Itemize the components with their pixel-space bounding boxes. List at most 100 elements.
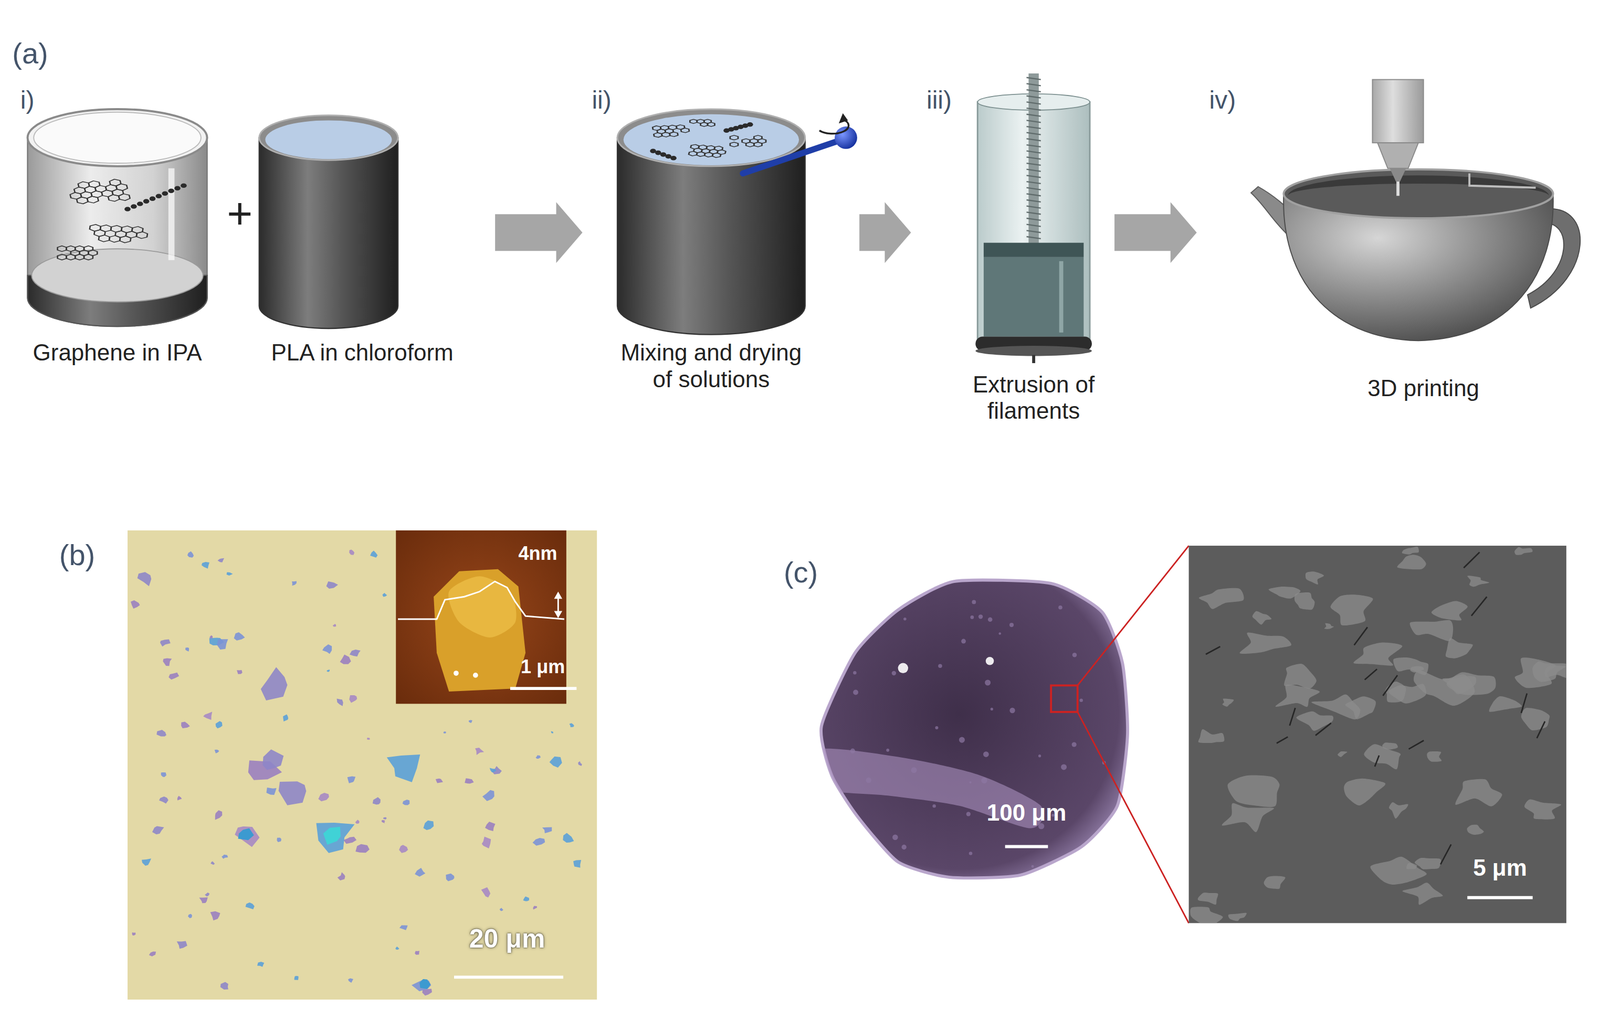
graphene-flake [141,858,152,867]
graphene-flake [549,756,563,768]
surface-speck [911,767,918,774]
surface-speck [853,671,857,675]
sem-crack [1205,646,1220,655]
screw-thread [1026,206,1041,209]
graphene-flake [282,714,289,722]
cross-section [820,580,1128,879]
graphene-flake [399,925,408,931]
graphene-patch [1402,546,1419,555]
plunger [983,243,1084,258]
screw-thread [1026,212,1041,215]
step-caption: Mixing and drying of solutions [614,339,809,393]
screw-thread [1026,175,1041,178]
graphene-sheet [87,224,149,244]
hexagon-ring [104,184,118,192]
screw-thread [1026,101,1041,104]
beaker-floor [31,248,204,302]
surface-speck [971,600,976,605]
graphene-flake [215,810,223,820]
graphene-patch [1524,800,1562,820]
nozzle-cap-bottom [975,345,1092,356]
graphene-flake [551,731,554,734]
graphene-patch [1296,711,1334,732]
graphene-flake [214,750,220,754]
hexagon-ring [88,180,101,188]
surface-speck [983,751,989,758]
graphene-flake [573,860,582,869]
graphene-flake [217,558,225,563]
surface-speck [966,812,971,817]
graphene-flake [411,979,431,992]
graphene-patch [1198,588,1245,610]
sem-crack [1463,552,1480,568]
graphene-sheet [689,119,715,127]
rotation-arrowhead [838,113,848,124]
screw-thread [1026,108,1041,111]
graphene-flake [347,776,356,784]
sem-crack [1521,693,1528,714]
graphene-patch [1388,683,1427,704]
step-caption: 3D printing [1367,375,1480,403]
graphene-flake [423,820,435,831]
surface-speck [961,639,966,645]
edge-on-sheet [180,183,187,189]
graphene-flake [482,790,495,802]
screw-thread [1026,163,1041,166]
flake-field [130,550,583,997]
surface-speck [886,749,890,753]
hexagon-ring [730,142,739,147]
screw-thread [1026,120,1041,123]
graphene-sheet [730,135,766,147]
graphene-flake [187,551,194,559]
surface-speck [1090,859,1097,866]
hexagon-ring [69,192,82,200]
graphene-flake [160,639,171,648]
sem-crack [1440,844,1451,865]
graphene-flake [326,581,339,589]
graphene-flake [318,793,329,802]
graphene-flake [130,600,140,609]
glass-highlight [168,168,175,261]
graphene-flake [414,868,426,878]
graphene-flake [383,817,387,820]
teapot-inner-wall [1287,175,1550,196]
graphene-flake [468,720,473,723]
hexagon-ring [99,224,112,233]
teapot-opening [1283,169,1553,219]
surface-speck [990,708,994,711]
hexagon-ring [689,119,697,124]
hexagon-ring [745,142,754,147]
step-number: ii) [591,85,612,115]
graphene-flake [266,787,277,796]
graphene-patch [1426,751,1442,763]
graphene-flake [216,639,228,650]
graphene-flake [349,695,357,703]
graphene-patch [1370,857,1427,886]
graphene-patch [1343,779,1386,806]
graphene-patch [1330,594,1374,626]
graphene-flake [210,911,221,921]
graphene-flake [475,748,484,756]
surface-speck [1009,623,1014,628]
scale-bar-label: 1 μm [520,656,565,678]
hexagon-ring [700,122,708,127]
thick-flake-core [323,827,341,846]
scale-bar-label: 100 μm [986,800,1067,827]
graphene-flake [435,779,444,784]
hexagon-ring [80,191,93,199]
screw-thread [1026,224,1041,227]
graphene-sheet [688,144,728,159]
graphene-flake [332,624,336,628]
graphene-flake [201,562,210,570]
pla-solution [265,120,392,160]
graphene-flake [234,632,246,641]
afm-flake [433,569,526,692]
graphene-flake [162,658,172,667]
graphene-patch [1388,802,1409,819]
graphene-flake [569,723,575,728]
hexagon-ring [98,234,110,242]
hexagon-ring [94,185,107,193]
screw-thread [1026,236,1041,239]
hexagon-ring [680,128,690,133]
